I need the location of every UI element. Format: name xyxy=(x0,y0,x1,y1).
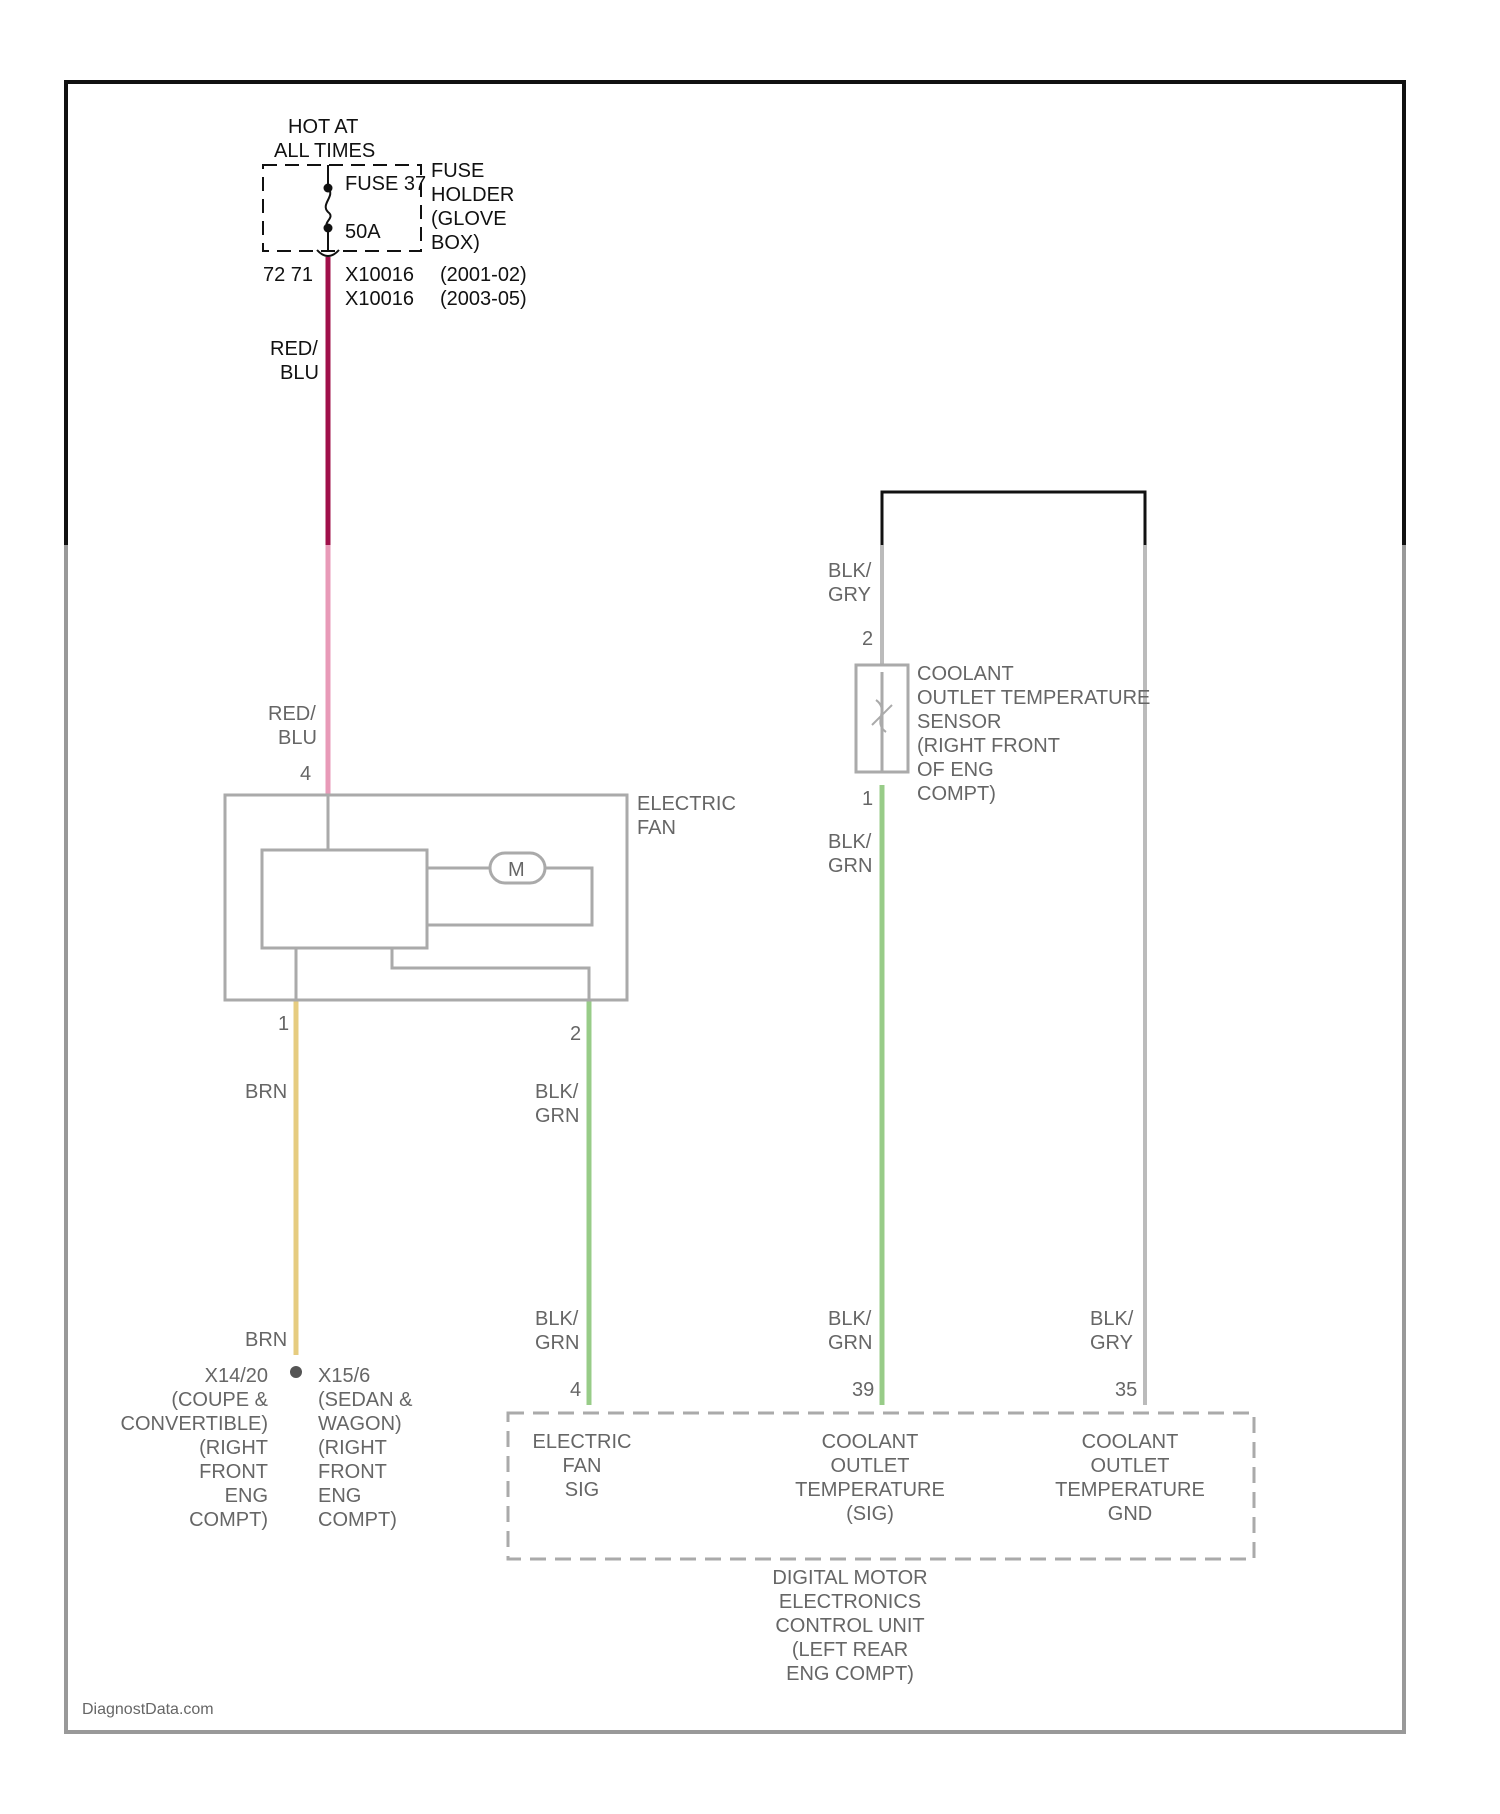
fuse-element xyxy=(326,188,331,228)
sensor-label-5: OF ENG xyxy=(917,759,994,781)
svg-text:COMPT): COMPT) xyxy=(189,1509,268,1531)
outer-frame-bottom xyxy=(66,545,1404,1732)
sensor-return-lower-color-1: BLK/ xyxy=(1090,1308,1134,1330)
svg-text:SIG: SIG xyxy=(565,1479,599,1501)
motor-label: M xyxy=(508,859,525,881)
svg-text:ELECTRIC: ELECTRIC xyxy=(533,1431,632,1453)
svg-text:(RIGHT: (RIGHT xyxy=(318,1437,387,1459)
holder-label-2: HOLDER xyxy=(431,184,514,206)
fan-supply-pin: 4 xyxy=(300,763,311,785)
years-b-label: (2003-05) xyxy=(440,288,527,310)
outer-frame-top xyxy=(66,82,1404,545)
svg-text:(COUPE &: (COUPE & xyxy=(171,1389,268,1411)
red-blu-label-1: RED/ xyxy=(270,338,318,360)
fan-supply-color-1: RED/ xyxy=(268,703,316,725)
svg-text:FRONT: FRONT xyxy=(199,1461,268,1483)
hot-at-label: HOT AT xyxy=(288,116,358,138)
years-a-label: (2001-02) xyxy=(440,264,527,286)
fan-control-color-2: GRN xyxy=(535,1105,579,1127)
fan-label-1: ELECTRIC xyxy=(637,793,736,815)
red-blu-label-2: BLU xyxy=(280,362,319,384)
sensor-label-4: (RIGHT FRONT xyxy=(917,735,1060,757)
ecu-fan-signal-label: ELECTRIC FAN SIG xyxy=(533,1431,632,1501)
sensor-label-2: OUTLET TEMPERATURE xyxy=(917,687,1150,709)
lower-diagram: M RED/ BLU 4 ELECTRIC FAN 1 BRN BRN 2 BL… xyxy=(66,545,1404,1732)
fan-control-lower-color-2: GRN xyxy=(535,1332,579,1354)
ground-label-left: X14/20 (COUPE & CONVERTIBLE) (RIGHT FRON… xyxy=(121,1365,269,1531)
svg-text:CONTROL UNIT: CONTROL UNIT xyxy=(775,1615,924,1637)
svg-text:(LEFT REAR: (LEFT REAR xyxy=(792,1639,908,1661)
svg-text:ENG: ENG xyxy=(318,1485,361,1507)
svg-text:GND: GND xyxy=(1108,1503,1152,1525)
fan-supply-color-2: BLU xyxy=(278,727,317,749)
svg-text:(SIG): (SIG) xyxy=(846,1503,894,1525)
connector-a-label: X10016 xyxy=(345,264,414,286)
sensor-top-wire-color-2: GRY xyxy=(828,584,871,606)
holder-label-4: BOX) xyxy=(431,232,480,254)
ground-pin: 1 xyxy=(278,1013,289,1035)
fan-control-color-1: BLK/ xyxy=(535,1081,579,1103)
sensor-pin-bottom: 1 xyxy=(862,788,873,810)
sensor-top-wire-color-1: BLK/ xyxy=(828,560,872,582)
sensor-signal-lower-color-2: GRN xyxy=(828,1332,872,1354)
sensor-return-lower-color-2: GRY xyxy=(1090,1332,1133,1354)
brn-color-lower: BRN xyxy=(245,1329,287,1351)
fuse-rating-label: 50A xyxy=(345,221,381,243)
svg-text:WAGON): WAGON) xyxy=(318,1413,402,1435)
fuse-name-label: FUSE 37 xyxy=(345,173,426,195)
ground-label-right: X15/6 (SEDAN & WAGON) (RIGHT FRONT ENG C… xyxy=(318,1365,413,1531)
svg-text:COOLANT: COOLANT xyxy=(822,1431,919,1453)
svg-text:OUTLET: OUTLET xyxy=(1091,1455,1170,1477)
fan-control-pin-bottom: 4 xyxy=(570,1379,581,1401)
sensor-label-1: COOLANT xyxy=(917,663,1014,685)
ecu-coolant-temp-label: COOLANT OUTLET TEMPERATURE (SIG) xyxy=(795,1431,945,1525)
sensor-label-3: SENSOR xyxy=(917,711,1001,733)
sensor-return-pin: 35 xyxy=(1115,1379,1137,1401)
brn-color-upper: BRN xyxy=(245,1081,287,1103)
ecu-name-label: DIGITAL MOTOR ELECTRONICS CONTROL UNIT (… xyxy=(772,1567,927,1685)
svg-text:OUTLET: OUTLET xyxy=(831,1455,910,1477)
svg-text:COOLANT: COOLANT xyxy=(1082,1431,1179,1453)
watermark: DiagnostData.com xyxy=(82,1701,214,1718)
fan-controller-box xyxy=(262,850,427,948)
sensor-signal-pin: 39 xyxy=(852,1379,874,1401)
svg-text:DIGITAL MOTOR: DIGITAL MOTOR xyxy=(772,1567,927,1589)
sensor-signal-lower-color-1: BLK/ xyxy=(828,1308,872,1330)
svg-text:COMPT): COMPT) xyxy=(318,1509,397,1531)
all-times-label: ALL TIMES xyxy=(274,140,375,162)
ecu-coolant-gnd-label: COOLANT OUTLET TEMPERATURE GND xyxy=(1055,1431,1205,1525)
fan-internal-wire-signal xyxy=(392,948,589,1000)
svg-text:ELECTRONICS: ELECTRONICS xyxy=(779,1591,921,1613)
fan-control-lower-color-1: BLK/ xyxy=(535,1308,579,1330)
ground-dot xyxy=(290,1366,302,1378)
connector-b-label: X10016 xyxy=(345,288,414,310)
svg-text:CONVERTIBLE): CONVERTIBLE) xyxy=(121,1413,268,1435)
pin-numbers-label: 72 71 xyxy=(263,264,313,286)
svg-text:TEMPERATURE: TEMPERATURE xyxy=(1055,1479,1205,1501)
holder-label-3: (GLOVE xyxy=(431,208,507,230)
sensor-label-6: COMPT) xyxy=(917,783,996,805)
svg-text:FAN: FAN xyxy=(563,1455,602,1477)
svg-text:FRONT: FRONT xyxy=(318,1461,387,1483)
fan-label-2: FAN xyxy=(637,817,676,839)
fan-control-pin-top: 2 xyxy=(570,1023,581,1045)
svg-text:ENG COMPT): ENG COMPT) xyxy=(786,1663,914,1685)
svg-text:ENG: ENG xyxy=(225,1485,268,1507)
svg-text:(RIGHT: (RIGHT xyxy=(199,1437,268,1459)
svg-text:(SEDAN &: (SEDAN & xyxy=(318,1389,413,1411)
svg-text:X14/20: X14/20 xyxy=(205,1365,268,1387)
sensor-pin-top: 2 xyxy=(862,628,873,650)
sensor-loop-wire xyxy=(882,492,1145,545)
svg-text:TEMPERATURE: TEMPERATURE xyxy=(795,1479,945,1501)
svg-text:X15/6: X15/6 xyxy=(318,1365,370,1387)
sensor-signal-color-1: BLK/ xyxy=(828,831,872,853)
holder-label-1: FUSE xyxy=(431,160,484,182)
sensor-signal-color-2: GRN xyxy=(828,855,872,877)
